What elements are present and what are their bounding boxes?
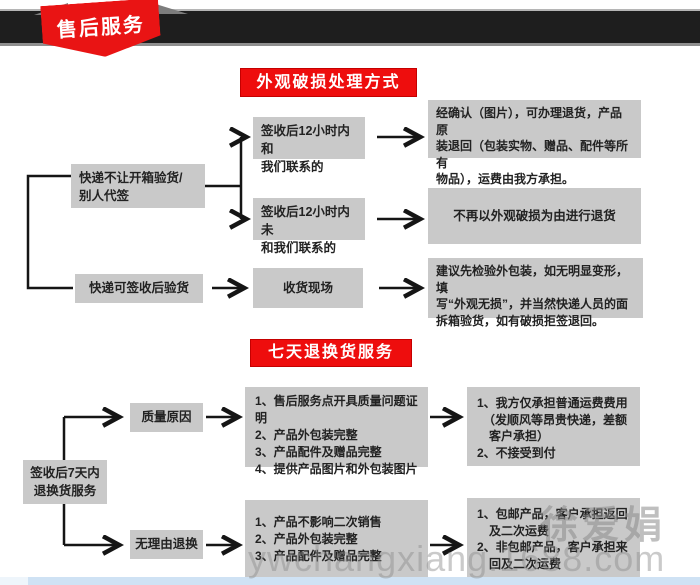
box-no-damage-return: 不再以外观破损为由进行退货 <box>428 188 641 244</box>
ribbon-label: 售后服务 <box>56 13 146 43</box>
section1-connectors <box>26 137 419 288</box>
box-confirmed-return-policy: 经确认（图片），可办理退货，产品原 装退回（包装实物、赠品、配件等所有 物品），… <box>428 100 641 186</box>
bottom-blue-strip <box>0 577 700 585</box>
box-check-advice: 建议先检验外包装，如无明显变形，填 写“外观无损”，并当然快递人员的面 拆箱验货… <box>428 258 643 328</box>
box-quality-requirements: 1、售后服务点开具质量问题证明 2、产品外包装完整 3、产品配件及赠品完整 4、… <box>245 387 428 476</box>
bottom-strip-left-segment <box>0 577 28 585</box>
section1-title: 外观破损处理方式 <box>240 68 417 97</box>
box-courier-no-open-check: 快递不让开箱验货/ 别人代签 <box>71 164 205 208</box>
box-quality-reason: 质量原因 <box>130 403 203 432</box>
box-can-check-after-sign: 快递可签收后验货 <box>75 274 203 303</box>
box-no-reason-freight: 1、包邮产品，客户承担返回 及二次运费 2、非包邮产品，客户承担来 回及二次运费 <box>467 498 640 580</box>
box-7day-service: 签收后7天内 退换货服务 <box>23 460 107 504</box>
box-no-reason-requirements: 1、产品不影响二次销售 2、产品外包装完整 3、产品配件及赠品完整 <box>245 500 428 580</box>
box-no-reason: 无理由退换 <box>130 530 203 559</box>
box-quality-freight: 1、我方仅承担普通运费费用 （发顺风等昂贵快递，差额 客户承担） 2、不接受到付 <box>467 387 640 466</box>
box-receiving-scene: 收货现场 <box>253 268 363 308</box>
box-contact-within-12h: 签收后12小时内和 我们联系的 <box>253 117 365 174</box>
box-not-contact-within-12h: 签收后12小时内未 和我们联系的 <box>253 198 365 255</box>
section2-title: 七天退换货服务 <box>250 339 412 367</box>
